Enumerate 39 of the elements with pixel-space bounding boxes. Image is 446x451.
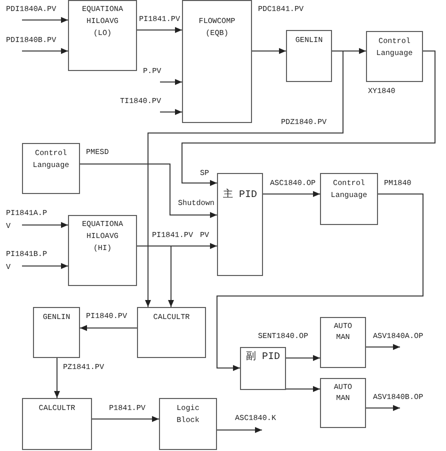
function-block bbox=[68, 215, 137, 286]
function-block bbox=[320, 378, 366, 428]
function-block bbox=[33, 307, 80, 358]
arrow bbox=[80, 164, 218, 218]
arrow bbox=[216, 427, 262, 433]
arrow bbox=[22, 263, 68, 269]
block-title: 副 PID bbox=[246, 351, 280, 365]
function-block bbox=[320, 173, 378, 225]
arrow bbox=[160, 109, 182, 115]
function-block bbox=[22, 398, 92, 450]
function-block bbox=[159, 398, 217, 450]
arrow bbox=[366, 405, 400, 411]
function-block bbox=[320, 317, 366, 368]
arrow bbox=[145, 50, 344, 308]
arrow bbox=[136, 27, 182, 33]
function-block bbox=[68, 0, 137, 71]
arrow bbox=[286, 386, 320, 392]
arrow bbox=[366, 344, 400, 350]
arrow bbox=[54, 358, 60, 398]
arrow bbox=[286, 355, 320, 361]
arrow bbox=[182, 50, 436, 186]
arrow bbox=[136, 246, 174, 308]
arrow bbox=[216, 194, 424, 371]
arrow bbox=[22, 48, 68, 54]
function-block bbox=[240, 347, 286, 390]
function-block bbox=[366, 31, 423, 82]
arrow bbox=[22, 222, 68, 228]
function-block bbox=[217, 173, 263, 276]
function-block bbox=[137, 307, 206, 358]
arrow bbox=[262, 191, 320, 197]
block-title: 主 PID bbox=[222, 189, 257, 203]
arrow bbox=[22, 17, 68, 23]
function-block bbox=[182, 0, 252, 123]
function-block bbox=[22, 143, 80, 194]
arrow bbox=[160, 79, 182, 85]
arrow bbox=[80, 325, 138, 331]
arrow bbox=[92, 416, 160, 422]
function-block bbox=[286, 30, 332, 82]
arrow bbox=[252, 48, 286, 54]
